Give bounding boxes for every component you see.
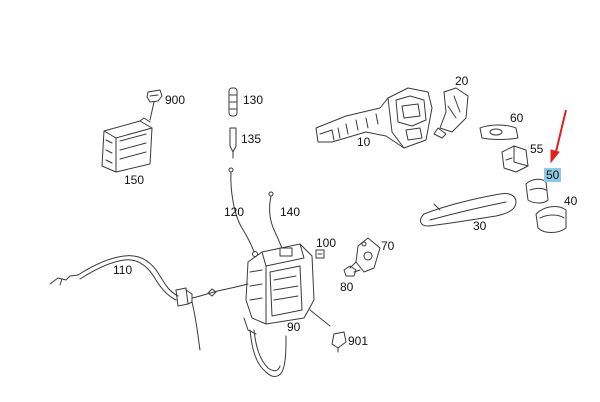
part-80-pin-drawing [343, 265, 361, 277]
label-140: 140 [280, 205, 301, 219]
part-150-control-unit-drawing [101, 117, 153, 173]
label-20: 20 [455, 74, 469, 88]
pointer-arrow-icon [550, 109, 567, 164]
label-120: 120 [224, 205, 245, 219]
part-40-cap-drawing [535, 206, 567, 233]
label-900: 900 [165, 93, 186, 107]
part-130-pin-drawing [228, 87, 238, 117]
label-70: 70 [381, 239, 395, 253]
label-135: 135 [241, 132, 262, 146]
label-90: 90 [287, 320, 301, 334]
part-20-bracket-drawing [433, 87, 469, 139]
part-90-lock-drawing [243, 243, 331, 377]
label-30: 30 [473, 219, 487, 233]
part-110-cable-drawing [49, 255, 249, 351]
label-150: 150 [124, 173, 145, 187]
part-10-carrier-drawing [315, 87, 433, 149]
part-30-handle-drawing [420, 193, 517, 227]
label-100: 100 [316, 236, 337, 250]
label-55: 55 [530, 142, 544, 156]
part-60-cover-drawing [479, 124, 519, 140]
part-140-cable-drawing [268, 191, 283, 249]
label-10: 10 [357, 135, 371, 149]
part-900-connector-drawing [146, 89, 163, 121]
label-80: 80 [340, 280, 354, 294]
part-135-drawing [229, 127, 237, 159]
label-60: 60 [510, 111, 524, 125]
label-110: 110 [113, 263, 133, 277]
label-130: 130 [243, 93, 264, 107]
label-40: 40 [564, 194, 578, 208]
part-901-connector-drawing [331, 331, 347, 353]
part-50-cap-drawing [525, 178, 549, 204]
label-50-highlighted: 50 [544, 168, 562, 182]
part-100-bolt-drawing [315, 249, 325, 259]
label-901: 901 [348, 334, 369, 348]
part-70-bracket-drawing [349, 237, 381, 273]
part-55-insert-drawing [501, 145, 529, 173]
